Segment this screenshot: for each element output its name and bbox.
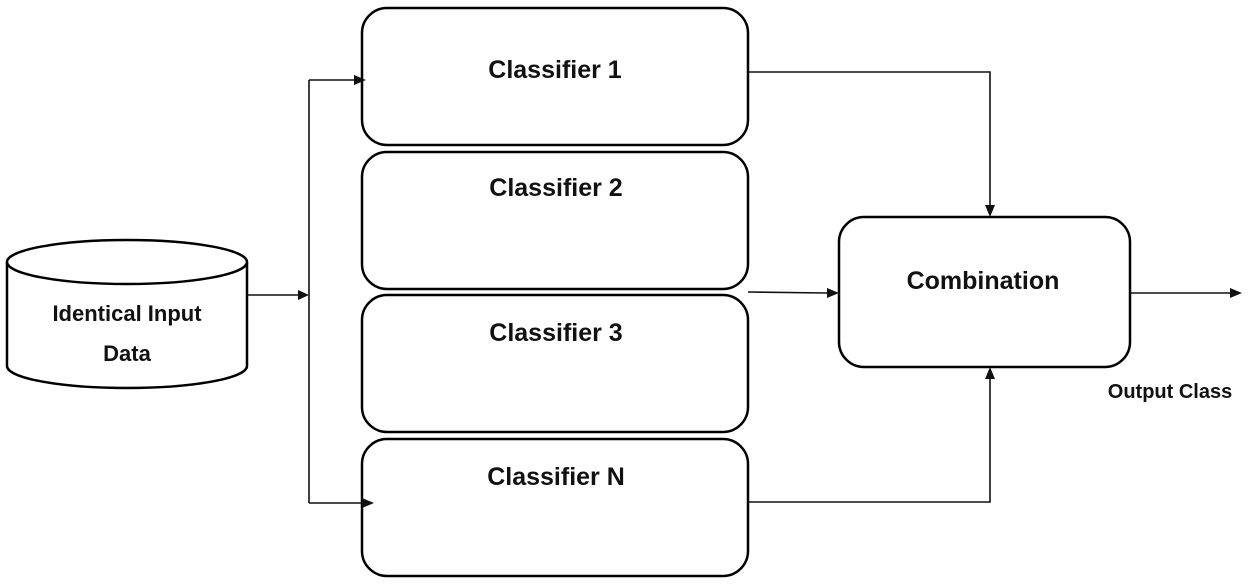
cylinder-body (5, 262, 249, 390)
classifier-1-to-combination-line (748, 71, 991, 205)
combination-left-arrowhead (827, 288, 839, 298)
combination-bottom-arrowhead (985, 367, 995, 379)
classifier-2-label: Classifier 2 (489, 174, 622, 202)
classifier-3-to-combination-line (747, 291, 828, 294)
classifier-1-box: Classifier 1 (360, 6, 750, 147)
classifier-n-to-combination-line (748, 379, 991, 503)
classifier-3-frame (360, 293, 750, 434)
combination-frame (837, 215, 1132, 369)
output-class-label: Output Class (1108, 381, 1232, 403)
classifier-3-label: Classifier 3 (489, 319, 622, 347)
classifier-1-arrowhead (354, 75, 366, 85)
classifier-n-arrowhead (362, 498, 374, 508)
cylinder-top (5, 238, 249, 286)
input-data-label-line1: Identical Input (52, 301, 202, 326)
classifier-n-box: Classifier N (360, 437, 750, 578)
classifier-1-label: Classifier 1 (488, 56, 622, 84)
combination-top-arrowhead (985, 205, 995, 217)
classifier-n-frame (360, 437, 750, 578)
classifier-n-label: Classifier N (487, 463, 625, 491)
input-arrowhead (298, 290, 309, 300)
connectors (247, 71, 1242, 508)
output-arrowhead (1230, 288, 1242, 298)
input-data-cylinder: Identical Input Data (5, 238, 249, 390)
classifier-1-frame (360, 6, 750, 147)
classifier-2-frame (360, 150, 750, 291)
input-data-label-line2: Data (103, 341, 151, 366)
combination-box: Combination (837, 215, 1132, 369)
combination-label: Combination (907, 267, 1060, 295)
classifier-2-box: Classifier 2 (360, 150, 750, 291)
classifier-3-box: Classifier 3 (360, 293, 750, 434)
